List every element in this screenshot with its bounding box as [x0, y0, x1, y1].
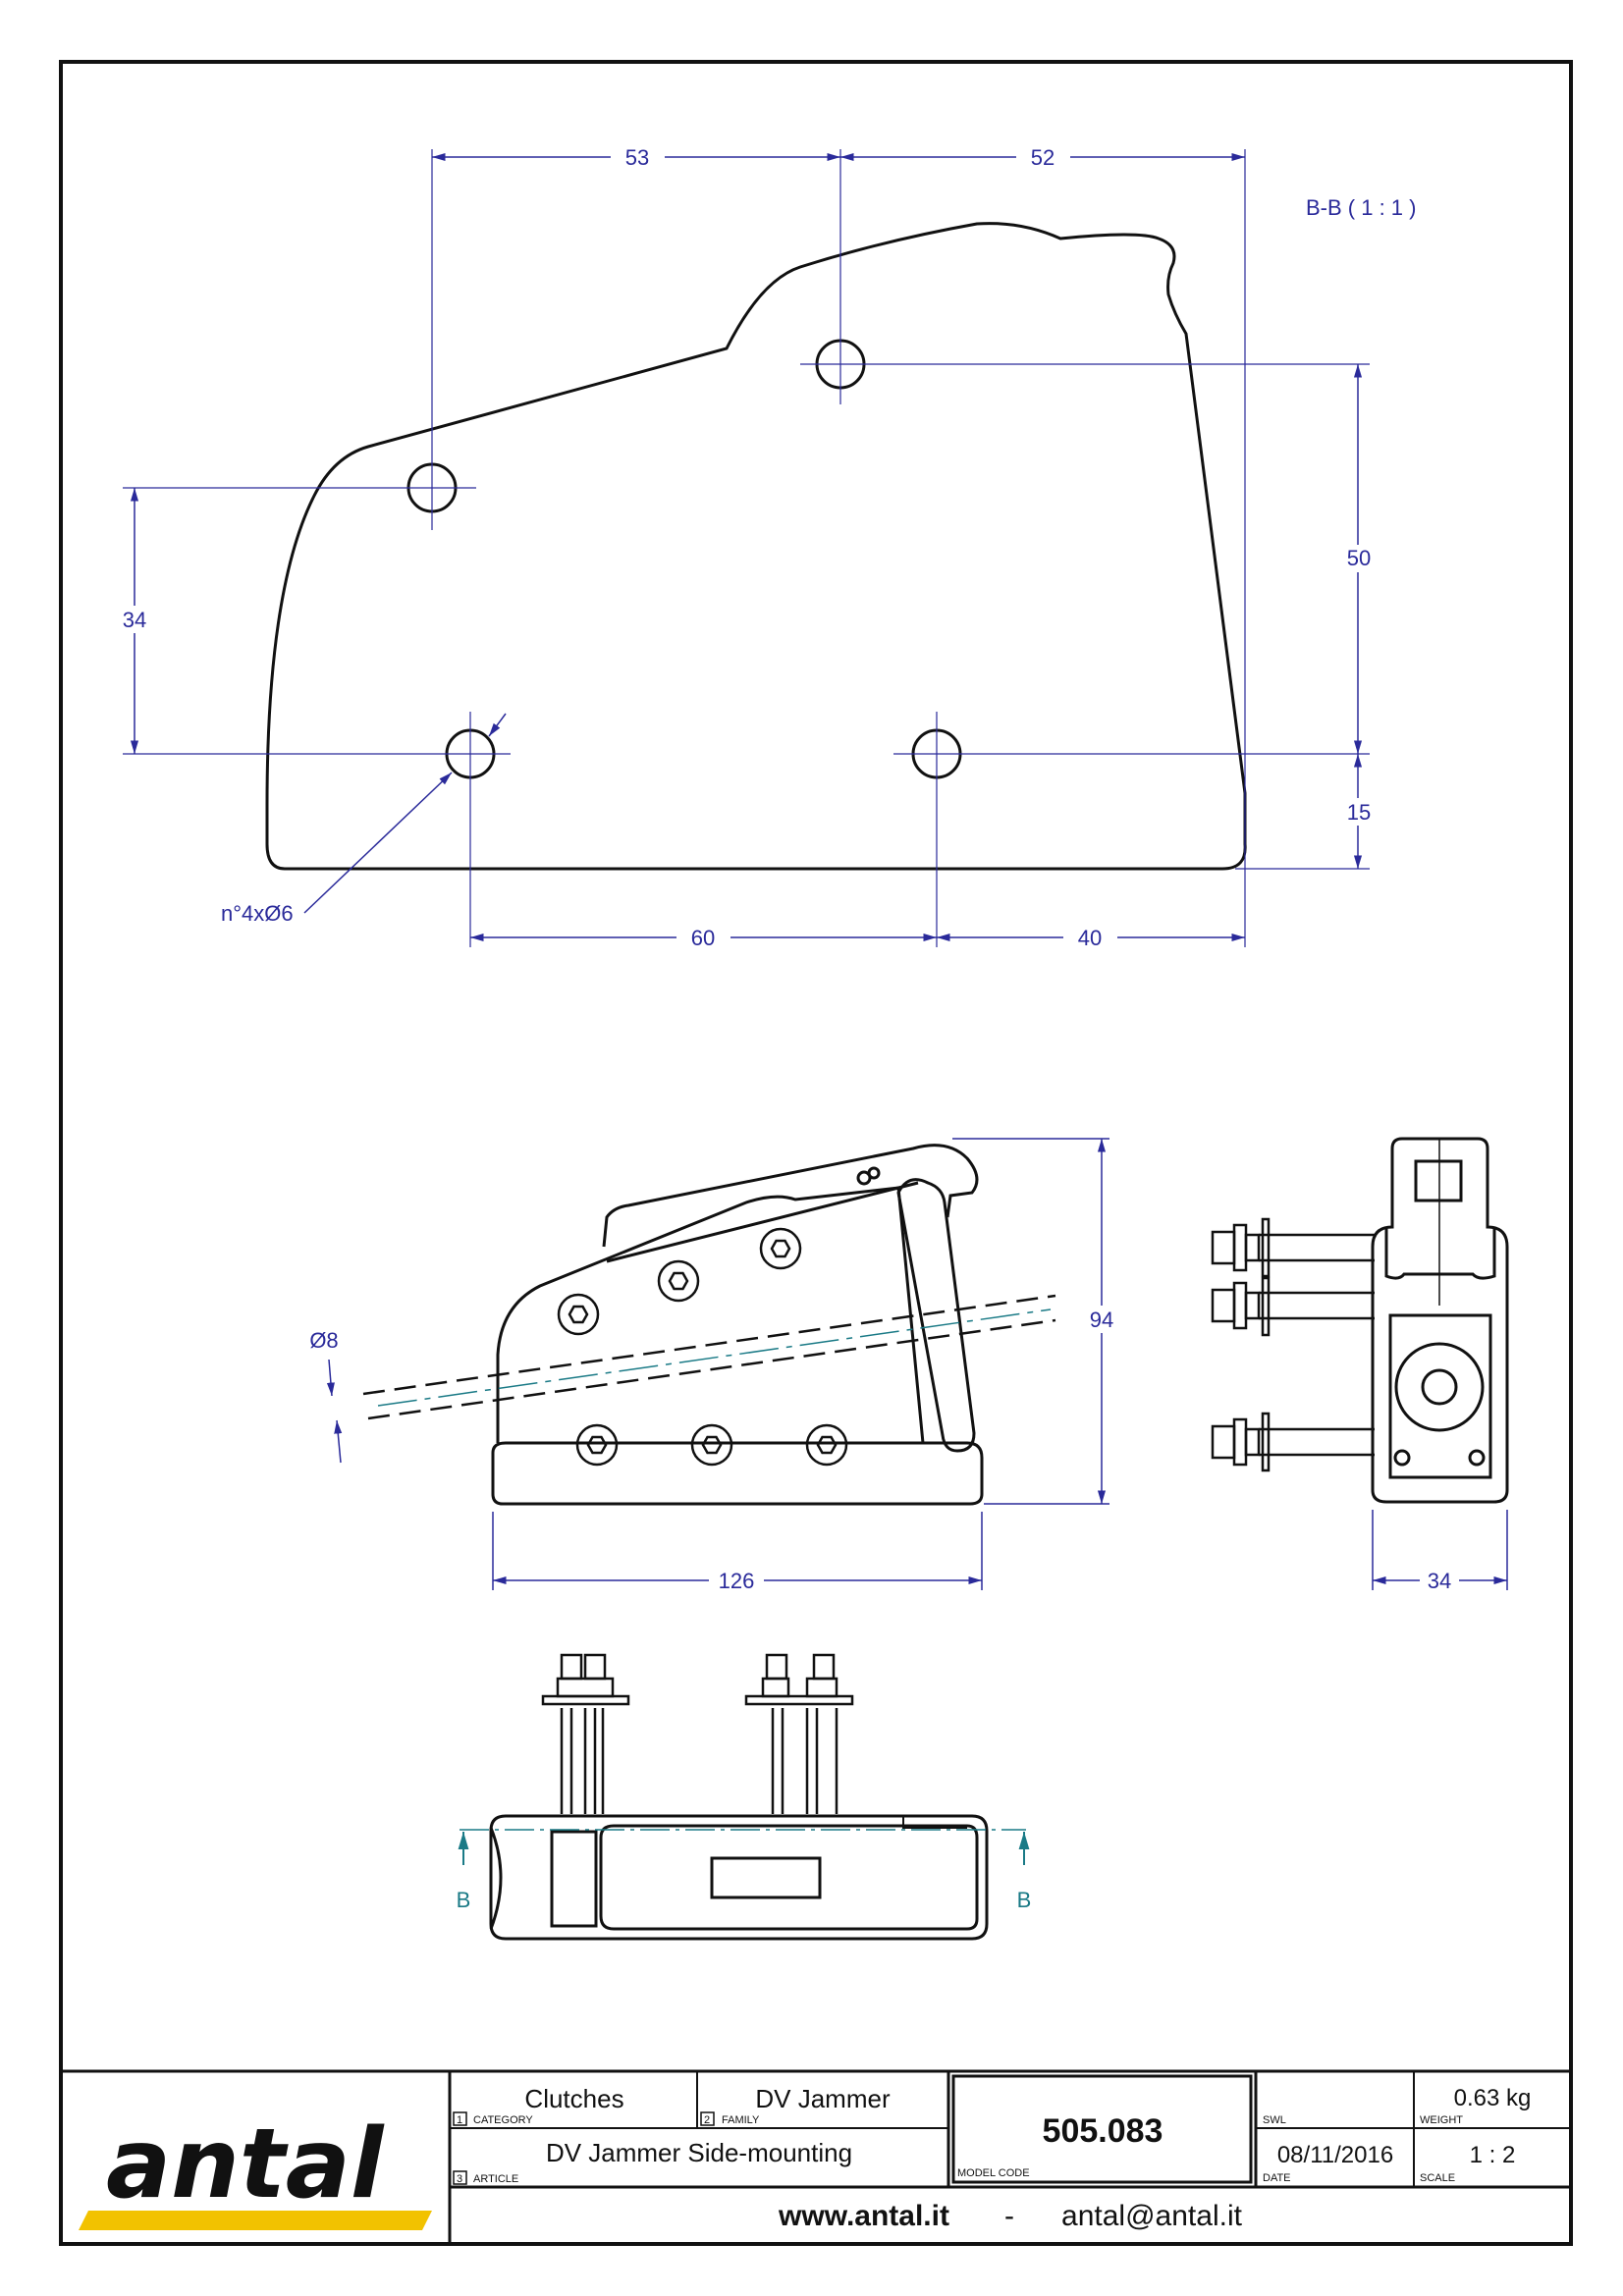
dim-bottom-left: 60 — [691, 926, 715, 950]
centre-lines — [123, 149, 1370, 947]
antal-logo: antal — [79, 2109, 432, 2230]
date-value: 08/11/2016 — [1277, 2142, 1393, 2168]
jammer-lever — [602, 1144, 979, 1248]
logo-bar — [79, 2211, 432, 2230]
top-inner — [599, 1824, 979, 1931]
weight-value: 0.63 kg — [1454, 2085, 1532, 2111]
category-value: Clutches — [524, 2084, 623, 2113]
dim-left-vertical: 34 — [123, 608, 146, 632]
swl-caption: SWL — [1263, 2114, 1286, 2126]
dim-top-right: 52 — [1031, 145, 1055, 170]
top-block — [550, 1830, 598, 1928]
article-value: DV Jammer Side-mounting — [546, 2138, 852, 2167]
category-caption: CATEGORY — [473, 2114, 533, 2126]
dim-height: 94 — [1090, 1308, 1113, 1332]
top-nose — [489, 1827, 503, 1930]
pivot-icon — [867, 1166, 881, 1180]
end-bolts — [1211, 1217, 1375, 1472]
title-block — [61, 2069, 1571, 2244]
date-caption: DATE — [1263, 2172, 1291, 2184]
drawing-frame — [59, 60, 1573, 2246]
end-top-block — [1414, 1159, 1463, 1202]
end-view — [1211, 1137, 1509, 1504]
family-value: DV Jammer — [755, 2084, 891, 2113]
rope-guide — [1394, 1342, 1485, 1432]
section-label: B-B ( 1 : 1 ) — [1306, 195, 1416, 220]
plate-outline — [265, 222, 1247, 871]
end-jaw — [1384, 1227, 1496, 1280]
jammer-body — [496, 1186, 925, 1444]
jammer-base — [491, 1441, 984, 1506]
dim-line-diameter: Ø8 — [309, 1328, 338, 1353]
dimension-lines — [130, 152, 1363, 942]
top-slot — [710, 1856, 822, 1899]
logo-text: antal — [106, 2109, 385, 2220]
section-cut-line — [458, 1829, 1030, 1865]
top-bolts — [541, 1653, 854, 1814]
dim-width: 34 — [1428, 1569, 1451, 1593]
section-marker-right: B — [1017, 1888, 1032, 1912]
dim-bottom-right: 40 — [1078, 926, 1102, 950]
weight-caption: WEIGHT — [1420, 2114, 1463, 2126]
model-code: 505.083 — [1043, 2112, 1163, 2150]
hex-screws — [557, 1227, 848, 1467]
email-link[interactable]: antal@antal.it — [1061, 2200, 1243, 2232]
lever-edge — [606, 1181, 919, 1263]
fixing-hole — [1468, 1449, 1486, 1467]
dim-length: 126 — [719, 1569, 755, 1593]
top-view — [489, 1653, 989, 1941]
article-num: 3 — [457, 2173, 462, 2185]
rope-line — [362, 1294, 1056, 1420]
side-view — [491, 1144, 984, 1506]
end-lower-body — [1388, 1313, 1492, 1479]
model-caption: MODEL CODE — [957, 2167, 1030, 2179]
contact-separator: - — [1004, 2200, 1014, 2232]
section-view-b-b: 53 52 34 50 15 60 40 n°4xØ6 B-B ( 1 : 1 … — [118, 144, 1416, 950]
category-num: 1 — [457, 2114, 462, 2126]
top-body — [489, 1814, 989, 1941]
section-marker-left: B — [457, 1888, 471, 1912]
holes-note: n°4xØ6 — [221, 901, 294, 926]
scale-value: 1 : 2 — [1470, 2142, 1516, 2168]
website-link[interactable]: www.antal.it — [778, 2200, 949, 2232]
end-body — [1371, 1137, 1509, 1504]
side-dimension-lines — [326, 1138, 1109, 1590]
article-caption: ARTICLE — [473, 2173, 518, 2185]
family-caption: FAMILY — [722, 2114, 760, 2126]
fixing-hole — [1393, 1449, 1411, 1467]
dim-top-left: 53 — [625, 145, 649, 170]
family-num: 2 — [704, 2114, 710, 2126]
scale-caption: SCALE — [1420, 2172, 1455, 2184]
dim-right-vertical: 50 — [1347, 546, 1371, 570]
rope-hole — [1421, 1368, 1458, 1406]
dim-right-bottom: 15 — [1347, 800, 1371, 825]
release-arm — [896, 1178, 976, 1453]
